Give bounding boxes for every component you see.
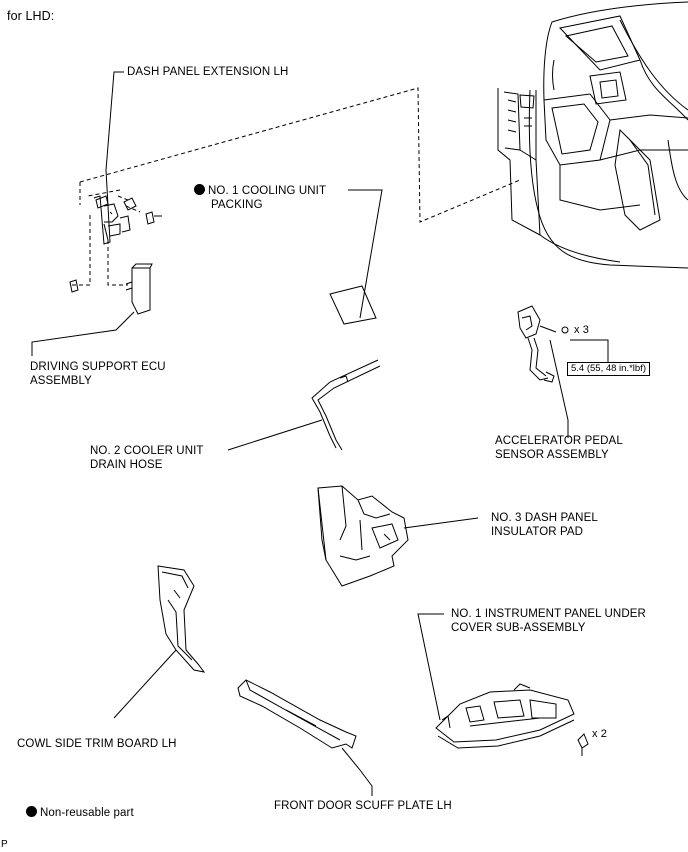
legend-dot-icon: [26, 806, 37, 817]
label-driving-support-ecu-line2: ASSEMBLY: [30, 375, 92, 387]
label-dash-insulator-pad-line2: INSULATOR PAD: [491, 526, 584, 538]
label-cooler-drain-hose: NO. 2 COOLER UNIT DRAIN HOSE: [90, 444, 204, 472]
fastener-qty-accelerator: x 3: [574, 324, 589, 336]
driving-support-ecu-part: [125, 263, 153, 315]
label-accelerator-pedal-line2: SENSOR ASSEMBLY: [495, 449, 609, 461]
label-driving-support-ecu-line1: DRIVING SUPPORT ECU: [30, 361, 166, 373]
label-driving-support-ecu: DRIVING SUPPORT ECU ASSEMBLY: [30, 360, 166, 388]
legend-non-reusable-text: Non-reusable part: [40, 807, 134, 819]
non-reusable-dot-icon: [194, 184, 205, 195]
vehicle-interior-drawing: [497, 1, 688, 269]
under-cover-part: [417, 613, 589, 756]
label-cooler-drain-hose-line2: DRAIN HOSE: [90, 459, 163, 471]
torque-spec-accelerator: 5.4 (55, 48 in.*lbf): [567, 362, 650, 376]
cowl-side-trim-part: [113, 565, 206, 719]
dash-panel-extension-part: [69, 169, 162, 293]
label-accelerator-pedal-line1: ACCELERATOR PEDAL: [495, 435, 623, 447]
legend-non-reusable: Non-reusable part: [26, 806, 134, 820]
dash-extension-dashed-leader: [72, 87, 521, 286]
drain-hose-part: [227, 359, 381, 451]
label-cooling-unit-packing: NO. 1 COOLING UNIT PACKING: [194, 184, 326, 212]
label-cooling-unit-packing-line1: NO. 1 COOLING UNIT: [208, 185, 327, 197]
label-dash-insulator-pad: NO. 3 DASH PANEL INSULATOR PAD: [491, 511, 598, 539]
accelerator-pedal-part: [517, 305, 609, 438]
scuff-plate-part: [237, 679, 373, 796]
label-instrument-under-cover-line1: NO. 1 INSTRUMENT PANEL UNDER: [451, 608, 646, 620]
label-instrument-under-cover-line2: COVER SUB-ASSEMBLY: [451, 622, 586, 634]
label-cooling-unit-packing-line2: PACKING: [211, 199, 263, 211]
label-front-door-scuff: FRONT DOOR SCUFF PLATE LH: [274, 800, 452, 812]
label-instrument-under-cover: NO. 1 INSTRUMENT PANEL UNDER COVER SUB-A…: [451, 607, 646, 635]
cooling-unit-packing-part: [329, 189, 383, 325]
label-cowl-side-trim: COWL SIDE TRIM BOARD LH: [17, 738, 177, 750]
fastener-qty-under-cover: x 2: [592, 728, 607, 740]
label-dash-panel-extension: DASH PANEL EXTENSION LH: [127, 66, 289, 78]
label-leader-lines: [31, 71, 135, 356]
label-accelerator-pedal: ACCELERATOR PEDAL SENSOR ASSEMBLY: [495, 434, 623, 462]
label-dash-insulator-pad-line1: NO. 3 DASH PANEL: [491, 512, 598, 524]
insulator-pad-part: [317, 485, 479, 587]
corner-mark: P: [1, 839, 8, 850]
diagram-title: for LHD:: [7, 9, 55, 23]
label-cooler-drain-hose-line1: NO. 2 COOLER UNIT: [90, 445, 204, 457]
